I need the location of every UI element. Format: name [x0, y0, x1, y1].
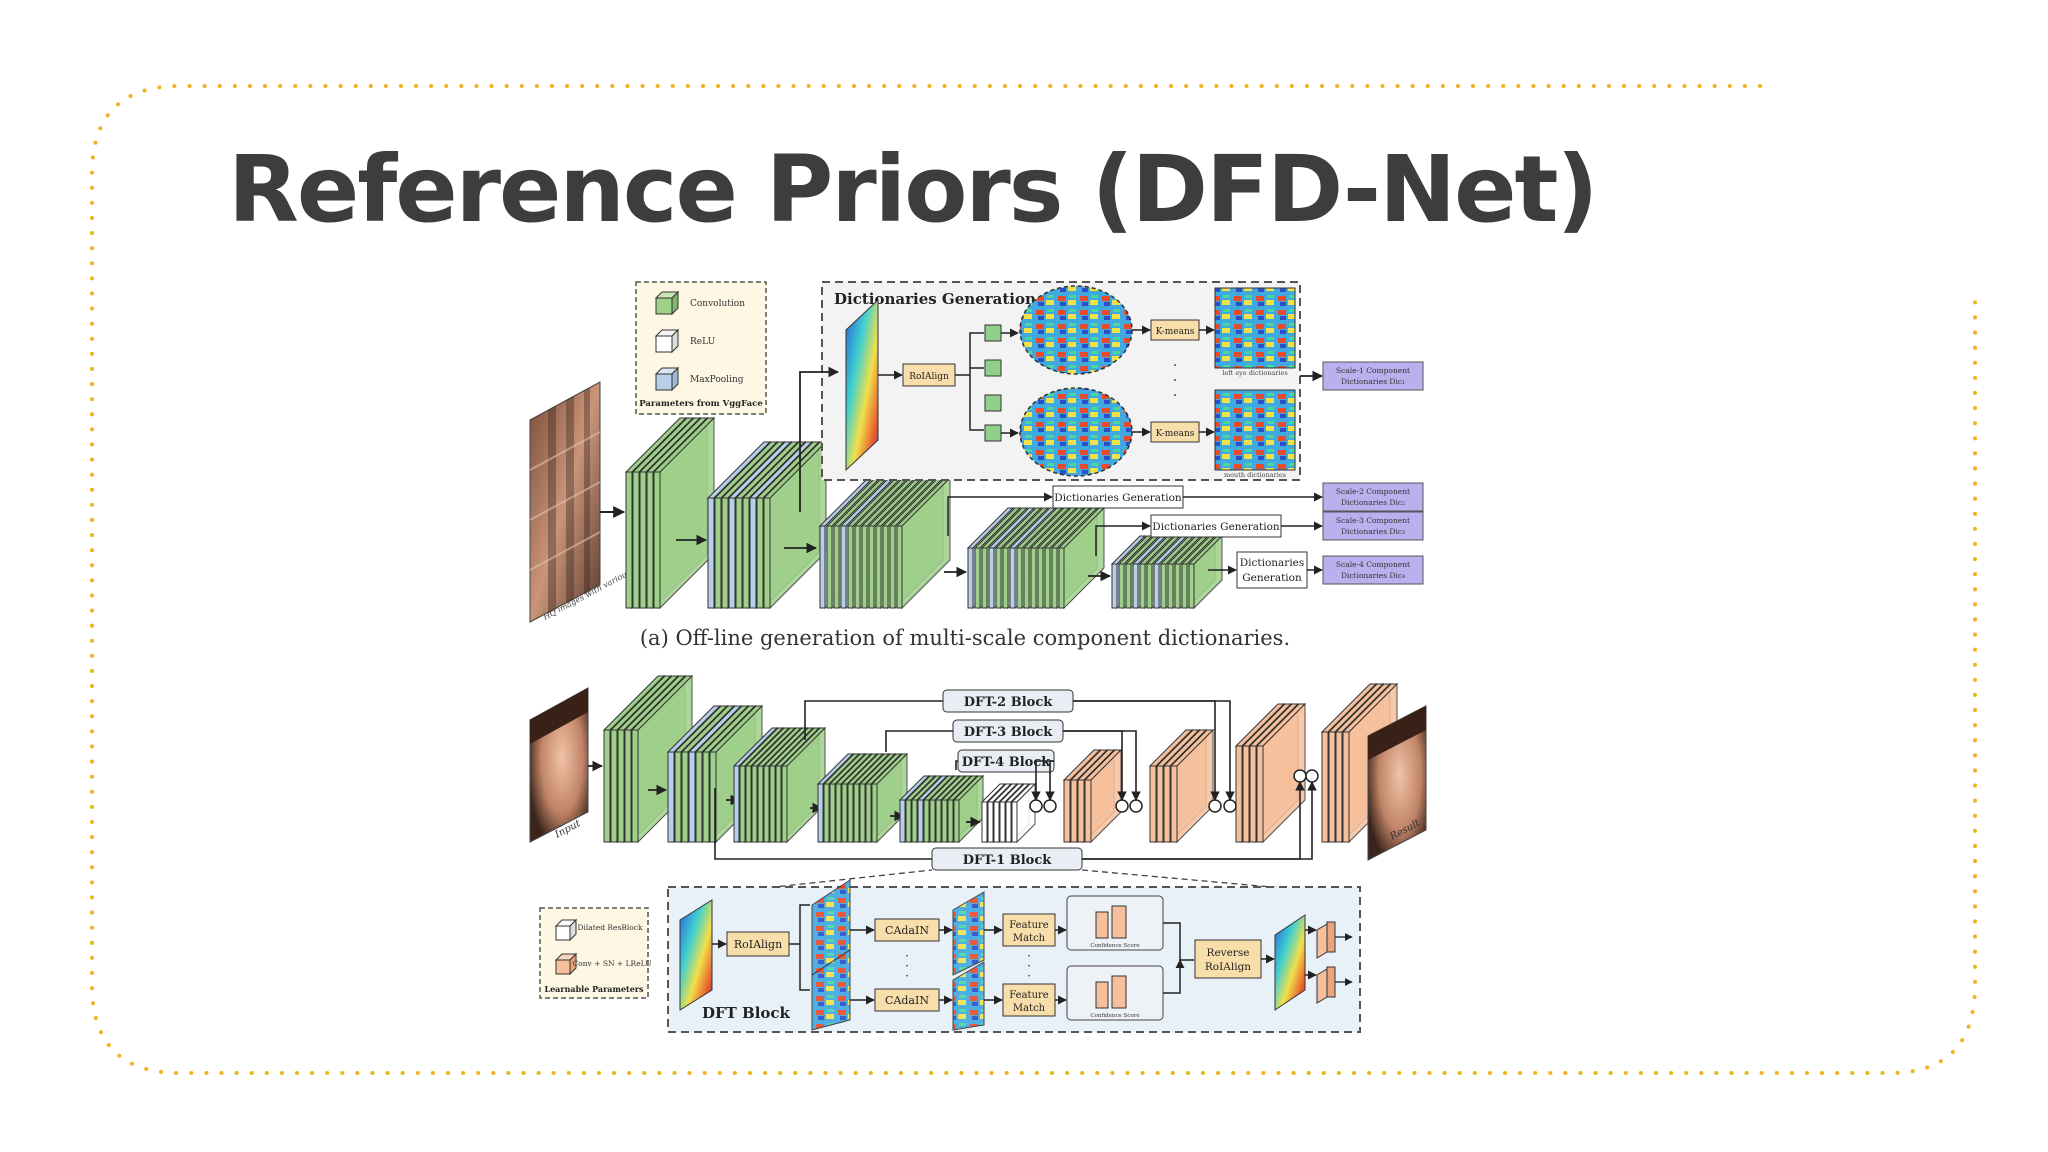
feature-match-top-line2: Match — [1013, 933, 1046, 944]
feature-cluster-top — [1019, 285, 1133, 375]
feature-match-top-line1: Feature — [1009, 920, 1049, 931]
fusion-nodes — [1029, 769, 1319, 813]
dft-block-detail: DFT Block RoIAlign CAdaIN CAdaIN · · · — [667, 879, 1361, 1033]
roialign-label-a: RoIAlign — [909, 372, 949, 382]
confidence-label-top: Confidence Score — [1090, 943, 1139, 949]
scale-output-boxes: Scale-1 Component Dictionaries Dic₁ Scal… — [1322, 361, 1424, 585]
dg-box-scale3: Dictionaries Generation — [1152, 521, 1280, 533]
scale4-line2: Dictionaries Dic₄ — [1341, 571, 1405, 580]
legend-a-caption: Parameters from VggFace — [639, 399, 763, 409]
legend-b: Dilated ResBlock Conv + SN + LReLU Learn… — [539, 907, 652, 999]
vgg-feature-stacks — [624, 416, 1224, 610]
dict-caption-mouth: mouth dictionaries — [1224, 471, 1286, 479]
cadain-label-bottom: CAdaIN — [885, 994, 929, 1007]
dg-box-scale2: Dictionaries Generation — [1054, 492, 1182, 504]
scale2-line1: Scale-2 Component — [1336, 487, 1410, 496]
scale3-line1: Scale-3 Component — [1336, 516, 1410, 525]
feature-map-heat — [845, 298, 879, 472]
b-dec2-layer — [1169, 728, 1215, 844]
svg-text:·: · — [905, 959, 909, 973]
left-eye-dictionary-grid — [1214, 287, 1296, 369]
component-crops — [984, 324, 1002, 442]
mouth-dictionary-grid — [1214, 389, 1296, 471]
skip-connections — [714, 700, 1317, 860]
legend-b-caption: Learnable Parameters — [544, 984, 644, 994]
legend-dilated-label: Dilated ResBlock — [577, 923, 642, 932]
dg-box-scale4-line1: Dictionaries — [1240, 557, 1305, 569]
roialign-label-b: RoIAlign — [734, 938, 782, 951]
stack1-layer — [652, 416, 716, 610]
dictionaries-generation-title: Dictionaries Generation — [834, 290, 1036, 308]
svg-text:·: · — [905, 969, 909, 983]
legend-conv-icon — [654, 290, 680, 316]
svg-text:·: · — [1173, 373, 1177, 389]
dft2-block-label: DFT-2 Block — [964, 695, 1054, 710]
svg-text:·: · — [1027, 969, 1031, 983]
legend-dilated-icon — [554, 918, 578, 942]
legend-conv-sn-label: Conv + SN + LReLU — [572, 959, 651, 968]
legend-relu-label: ReLU — [690, 337, 716, 347]
dfdnet-feature-stacks — [602, 674, 1399, 844]
svg-text:·: · — [1027, 949, 1031, 963]
dft1-block-label: DFT-1 Block — [963, 853, 1053, 868]
output-feature-heat — [1274, 914, 1306, 1011]
legend-maxpool-icon — [654, 366, 680, 392]
b-stack-dilated-layer — [1010, 782, 1037, 844]
feature-match-bottom-line1: Feature — [1009, 990, 1049, 1001]
input-feature-heat — [679, 899, 713, 1011]
b-dec1-layer — [1083, 748, 1123, 844]
reverse-roialign-line1: Reverse — [1207, 947, 1250, 959]
feature-cluster-bottom — [1019, 387, 1133, 477]
svg-text:·: · — [1173, 358, 1177, 374]
scale3-line2: Dictionaries Dic₃ — [1341, 527, 1405, 536]
legend-relu-icon — [654, 328, 680, 354]
legend-a: Convolution ReLU MaxPooling Parameters f… — [635, 281, 767, 415]
dict-caption-left-eye: left eye dictionaries — [1222, 369, 1287, 377]
dg-box-scale4-line2: Generation — [1242, 572, 1302, 584]
stack5-layer — [1187, 534, 1224, 610]
confidence-label-bottom: Confidence Score — [1090, 1013, 1139, 1019]
dft-block-title: DFT Block — [702, 1004, 791, 1022]
scale4-line1: Scale-4 Component — [1336, 560, 1410, 569]
figure-a-caption: (a) Off-line generation of multi-scale c… — [640, 626, 1290, 650]
result-face: Result — [1367, 705, 1427, 861]
stack3-layer — [895, 476, 952, 610]
svg-text:·: · — [1173, 388, 1177, 404]
dft4-block-label: DFT-4 Block — [962, 755, 1052, 770]
cadain-label-top: CAdaIN — [885, 924, 929, 937]
input-face: Input — [529, 687, 589, 843]
scale1-line2: Dictionaries Dic₁ — [1341, 377, 1405, 386]
b-stack3-layer — [780, 726, 827, 844]
legend-conv-label: Convolution — [690, 299, 745, 309]
dictionaries-generation-panel: Dictionaries Generation RoIAlign K-means… — [821, 281, 1301, 481]
svg-text:·: · — [1027, 959, 1031, 973]
b-dec3-layer — [1255, 702, 1307, 844]
legend-maxpool-label: MaxPooling — [690, 375, 744, 385]
feature-match-bottom-line2: Match — [1013, 1003, 1046, 1014]
svg-text:·: · — [905, 949, 909, 963]
slide-title: Reference Priors (DFD-Net) — [228, 136, 1599, 243]
scale2-line2: Dictionaries Dic₂ — [1341, 498, 1405, 507]
reverse-roialign-line2: RoIAlign — [1205, 961, 1251, 973]
dft3-block-label: DFT-3 Block — [964, 725, 1054, 740]
scale1-line1: Scale-1 Component — [1336, 366, 1410, 375]
kmeans-label-bottom: K-means — [1156, 429, 1195, 439]
kmeans-label-top: K-means — [1156, 327, 1195, 337]
legend-conv-sn-icon — [554, 952, 578, 976]
